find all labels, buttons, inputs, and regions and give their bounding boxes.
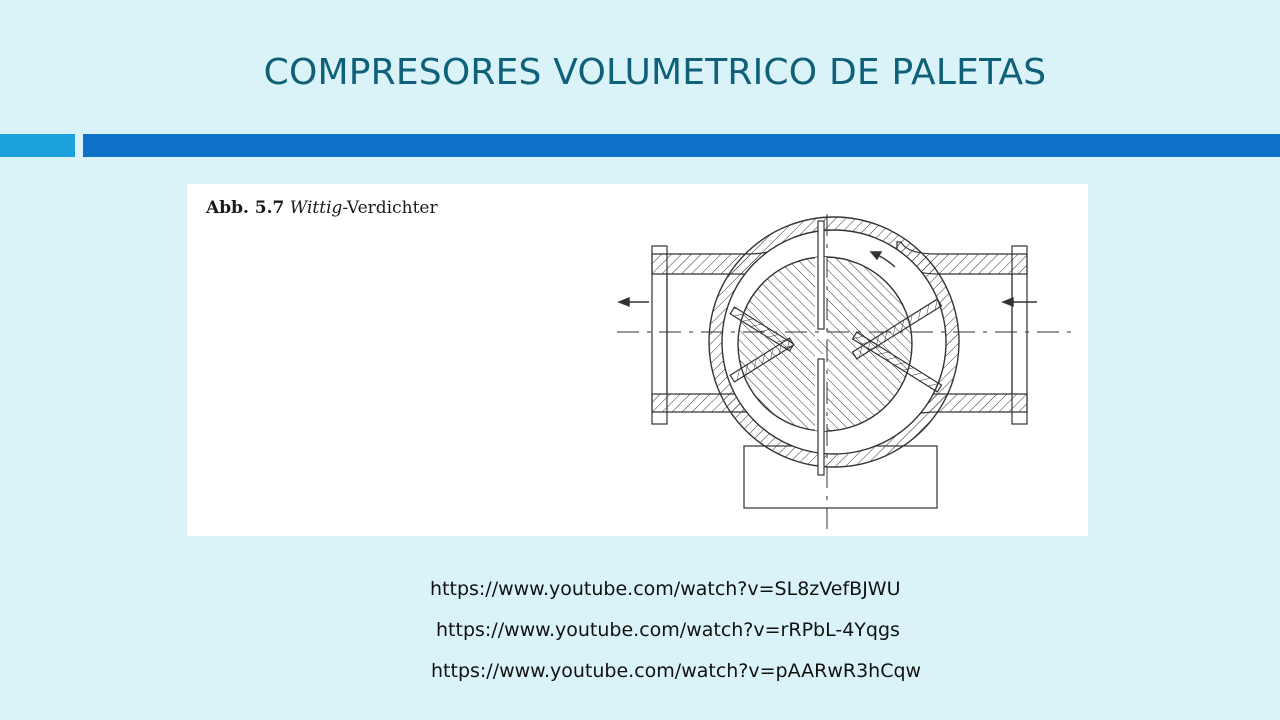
flow-arrows bbox=[617, 296, 1037, 308]
slide-title: COMPRESORES VOLUMETRICO DE PALETAS bbox=[263, 52, 1047, 93]
vanes bbox=[729, 220, 943, 476]
accent-bar-left bbox=[0, 134, 75, 157]
vane-lower-left bbox=[729, 337, 795, 383]
figure-caption: Abb. 5.7 Wittig-Verdichter bbox=[206, 198, 438, 218]
vane-lower-right bbox=[851, 331, 943, 393]
figure-name: Wittig bbox=[289, 198, 343, 218]
vane-compressor-drawing bbox=[617, 214, 1077, 529]
youtube-link-3[interactable]: https://www.youtube.com/watch?v=pAARwR3h… bbox=[431, 660, 922, 682]
youtube-link-1[interactable]: https://www.youtube.com/watch?v=SL8zVefB… bbox=[430, 578, 901, 600]
youtube-link-2[interactable]: https://www.youtube.com/watch?v=rRPbL-4Y… bbox=[436, 619, 900, 641]
accent-bar-right bbox=[83, 134, 1280, 157]
compressor-figure: Abb. 5.7 Wittig-Verdichter bbox=[187, 184, 1088, 536]
centre-lines bbox=[617, 214, 1077, 529]
vane-bottom bbox=[817, 358, 825, 476]
vane-top bbox=[817, 220, 825, 330]
figure-name-suffix: -Verdichter bbox=[342, 198, 438, 218]
figure-number: Abb. 5.7 bbox=[206, 198, 285, 218]
rotation-arrow bbox=[869, 251, 896, 268]
